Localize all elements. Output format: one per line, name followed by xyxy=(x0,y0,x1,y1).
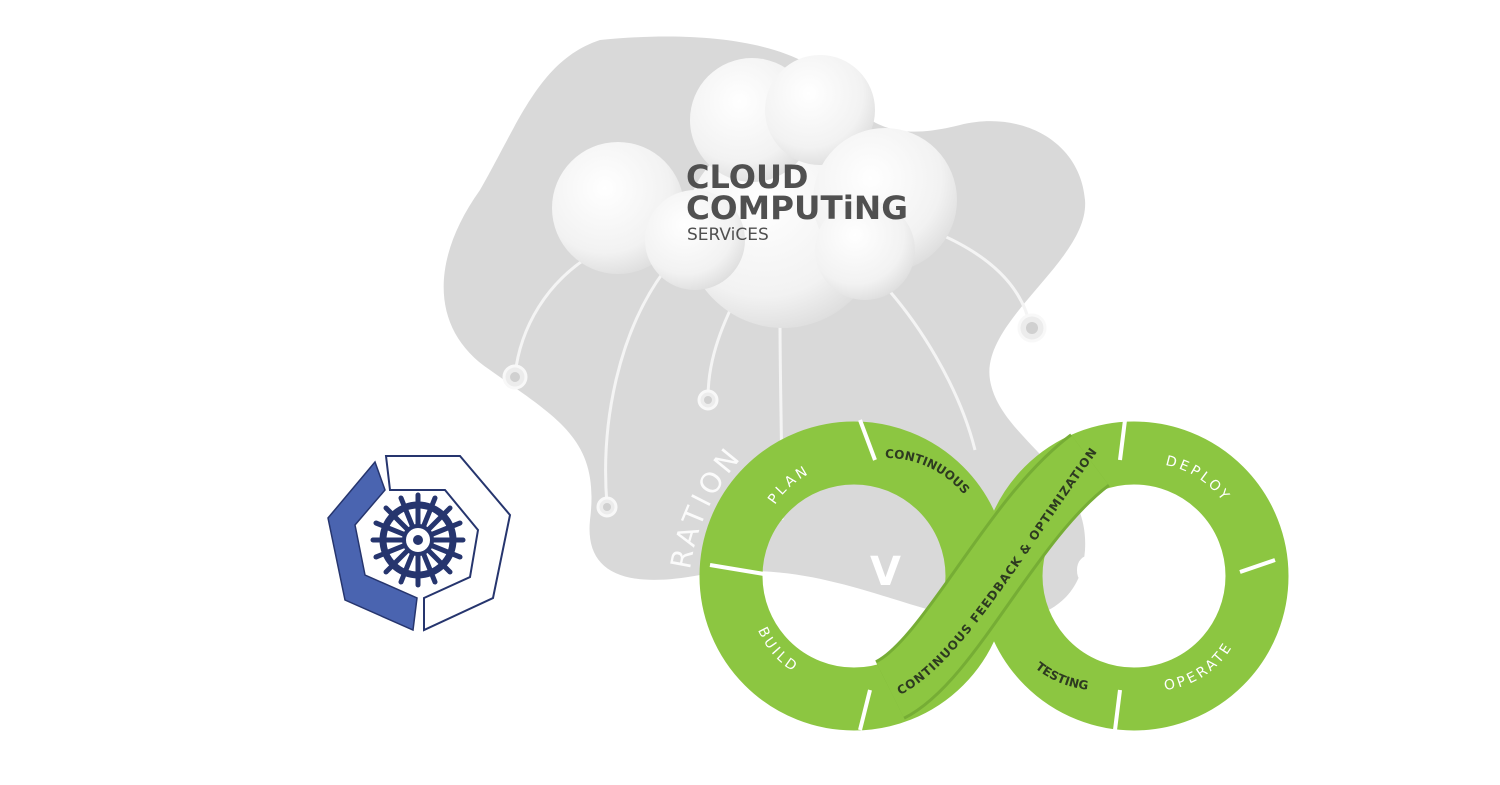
logo-outline-segment xyxy=(384,455,512,632)
background-letter-v: V xyxy=(870,549,901,595)
cloud-title-line1: CLOUD xyxy=(686,158,808,196)
helm-wheel-icon xyxy=(370,492,466,588)
background-letter-o: O xyxy=(1075,549,1109,595)
kubeflow-logo xyxy=(327,455,512,632)
devops-infinity-loop xyxy=(699,419,1289,731)
cloud-shape xyxy=(552,55,957,328)
logo-blue-segment xyxy=(327,460,418,632)
cloud-title-line2: COMPUTiNG xyxy=(686,189,908,227)
connector-dots xyxy=(502,313,1047,518)
cloud-subtitle: SERViCES xyxy=(687,225,769,245)
